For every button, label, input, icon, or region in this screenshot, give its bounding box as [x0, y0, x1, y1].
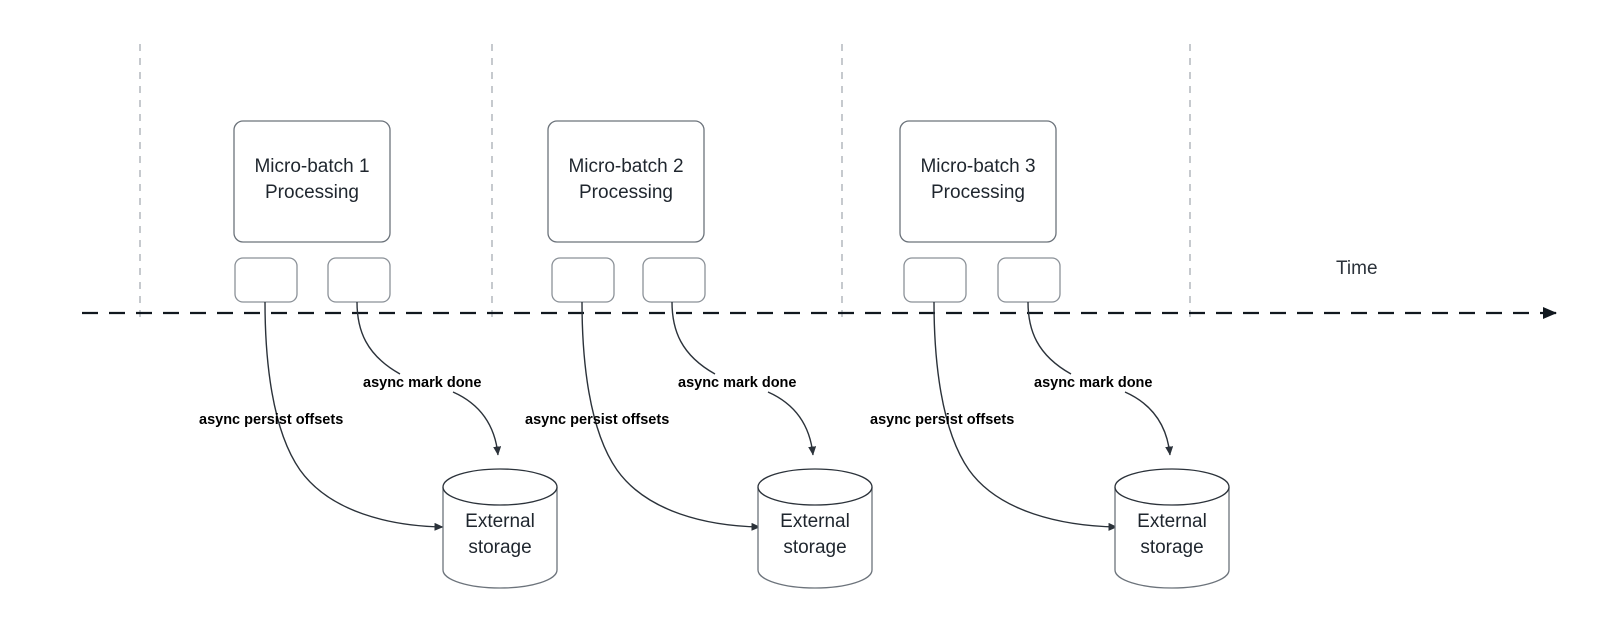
markdone-edge-1-path-b [452, 391, 502, 456]
process-box-2-line1: Micro-batch 2 [568, 156, 683, 177]
persist-edge-1-label: async persist offsets [199, 412, 343, 428]
external-storage-2-top[interactable] [757, 468, 873, 506]
process-box-1[interactable]: Micro-batch 1 Processing [233, 120, 391, 243]
external-storage-3-line1: External [1137, 511, 1207, 532]
external-storage-3-line2: storage [1140, 537, 1203, 558]
process-box-3-line1: Micro-batch 3 [920, 156, 1035, 177]
markdone-edge-3-label: async mark done [1034, 375, 1152, 391]
external-storage-1[interactable]: External storage [442, 468, 558, 589]
group-1: Micro-batch 1 Processing async persist o… [199, 120, 558, 589]
external-storage-1-body[interactable] [442, 487, 558, 589]
external-storage-3-body[interactable] [1114, 487, 1230, 589]
external-storage-2-line1: External [780, 511, 850, 532]
markdone-task-box-2[interactable] [642, 257, 706, 303]
external-storage-2[interactable]: External storage [757, 468, 873, 589]
markdone-edge-2-path-a [671, 301, 716, 375]
markdone-edge-3-path-a [1027, 301, 1072, 375]
process-box-1-rect[interactable] [233, 120, 391, 243]
markdone-edge-2-label: async mark done [678, 375, 796, 391]
timeline-label: Time [1336, 258, 1378, 279]
process-box-1-line1: Micro-batch 1 [254, 156, 369, 177]
external-storage-1-line2: storage [468, 537, 531, 558]
markdone-edge-2-path-b [767, 391, 817, 456]
process-box-3-line2: Processing [931, 182, 1025, 203]
external-storage-2-line2: storage [783, 537, 846, 558]
markdone-edge-3-path-b [1124, 391, 1174, 456]
guide-lines-group [139, 44, 1191, 318]
process-box-2[interactable]: Micro-batch 2 Processing [547, 120, 705, 243]
markdone-task-box-3[interactable] [997, 257, 1061, 303]
external-storage-1-top[interactable] [442, 468, 558, 506]
process-box-3[interactable]: Micro-batch 3 Processing [899, 120, 1057, 243]
process-box-3-rect[interactable] [899, 120, 1057, 243]
external-storage-3-top[interactable] [1114, 468, 1230, 506]
persist-task-box-2[interactable] [551, 257, 615, 303]
persist-edge-2-label: async persist offsets [525, 412, 669, 428]
group-2: Micro-batch 2 Processing async persist o… [525, 120, 873, 589]
persist-edge-3-path [933, 301, 1118, 531]
persist-edge-2-path [581, 301, 761, 531]
persist-edge-1-path [264, 301, 444, 531]
markdone-edge-1-path-a [356, 301, 401, 375]
external-storage-1-line1: External [465, 511, 535, 532]
external-storage-3[interactable]: External storage [1114, 468, 1230, 589]
process-box-2-line2: Processing [579, 182, 673, 203]
process-box-1-line2: Processing [265, 182, 359, 203]
persist-task-box-1[interactable] [234, 257, 298, 303]
process-box-2-rect[interactable] [547, 120, 705, 243]
persist-task-box-3[interactable] [903, 257, 967, 303]
persist-edge-3-label: async persist offsets [870, 412, 1014, 428]
group-3: Micro-batch 3 Processing async persist o… [870, 120, 1230, 589]
timeline-axis: Time [82, 258, 1557, 319]
markdone-edge-1-label: async mark done [363, 375, 481, 391]
external-storage-2-body[interactable] [757, 487, 873, 589]
markdone-task-box-1[interactable] [327, 257, 391, 303]
